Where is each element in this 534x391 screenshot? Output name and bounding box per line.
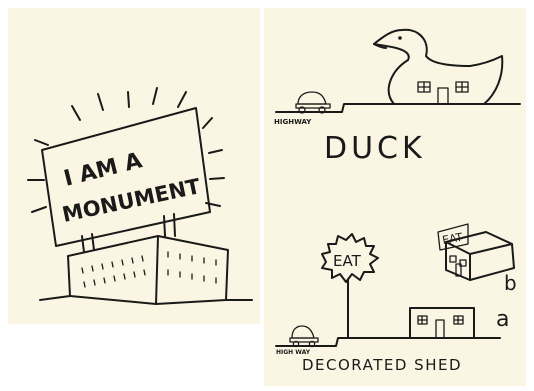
decorated-shed-title: DECORATED SHED [302,356,462,374]
duck-highway-label: HIGHWAY [274,118,312,126]
marker-a: a [496,307,509,332]
duck-title: DUCK [324,131,426,166]
duck-eye [398,36,402,40]
marker-b: b [504,271,517,295]
paper-panel-right [264,8,526,386]
eat-tree-sign-text: EAT [333,252,362,270]
shed-highway-label: HIGH WAY [276,349,311,356]
